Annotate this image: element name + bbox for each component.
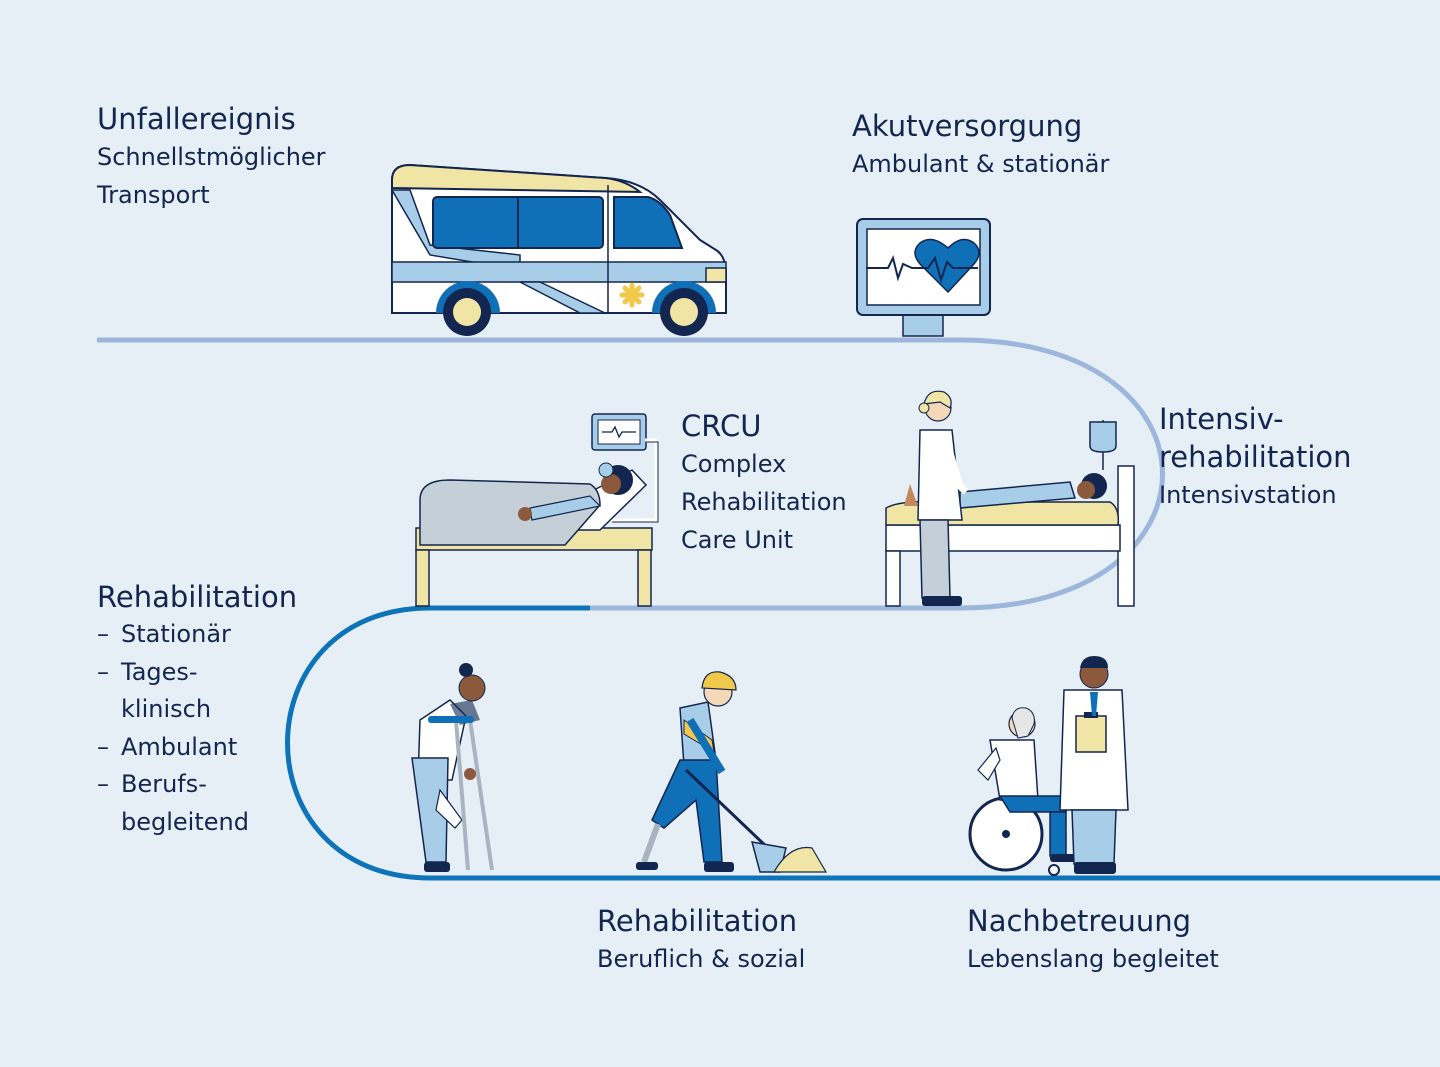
- list-item-continued: begleitend: [121, 807, 249, 836]
- nurse-with-patient-icon: [885, 390, 1135, 607]
- stage-title: Unfallereignis: [97, 102, 296, 136]
- list-item: Tages-: [97, 654, 297, 692]
- list-item: Stationär: [97, 616, 297, 654]
- patient-in-bed-icon: [415, 413, 659, 607]
- stage-akut: Akutversorgung Ambulant & stationär: [852, 107, 1109, 183]
- person-with-crutches-icon: [411, 663, 494, 872]
- stage-unfall: Unfallereignis Schnellstmöglicher Transp…: [97, 100, 326, 214]
- stage-title: rehabilitation: [1159, 440, 1352, 474]
- stage-beruflich: Rehabilitation Beruflich & sozial: [597, 902, 805, 978]
- stage-title: Rehabilitation: [97, 580, 298, 614]
- list-item-continued: klinisch: [121, 695, 212, 723]
- stage-description: Transport: [97, 181, 210, 209]
- stage-crcu: CRCU Complex Rehabilitation Care Unit: [681, 407, 847, 559]
- stage-description: Rehabilitation: [681, 488, 847, 516]
- stage-title: Akutversorgung: [852, 109, 1083, 143]
- ambulance-icon: [390, 163, 727, 336]
- doctor-with-wheelchair-patient-icon: [968, 656, 1129, 876]
- stage-description: Beruflich & sozial: [597, 945, 806, 973]
- stage-title: Rehabilitation: [597, 904, 798, 938]
- stage-description: Lebenslang begleitet: [967, 945, 1219, 973]
- stage-description: Complex: [681, 450, 787, 478]
- stage-description: Ambulant & stationär: [852, 150, 1110, 178]
- worker-with-prosthesis-icon: [636, 671, 828, 873]
- list-item: Berufs-: [97, 766, 297, 804]
- stage-reha: Rehabilitation Stationär Tages- klinisch…: [97, 578, 297, 841]
- stage-intensiv: Intensiv- rehabilitation Intensivstation: [1159, 400, 1352, 514]
- stage-description: Care Unit: [681, 526, 794, 554]
- stage-title: Intensiv-: [1159, 402, 1284, 436]
- stage-nachbetreuung: Nachbetreuung Lebenslang begleitet: [967, 902, 1219, 978]
- heart-monitor-icon: [856, 218, 991, 337]
- list-item: Ambulant: [97, 729, 297, 767]
- stage-description: Schnellstmöglicher: [97, 143, 326, 171]
- stage-title: CRCU: [681, 409, 762, 443]
- stage-description: Intensivstation: [1159, 481, 1337, 509]
- reha-list: Stationär Tages- klinisch Ambulant Beruf…: [97, 616, 297, 841]
- stage-title: Nachbetreuung: [967, 904, 1192, 938]
